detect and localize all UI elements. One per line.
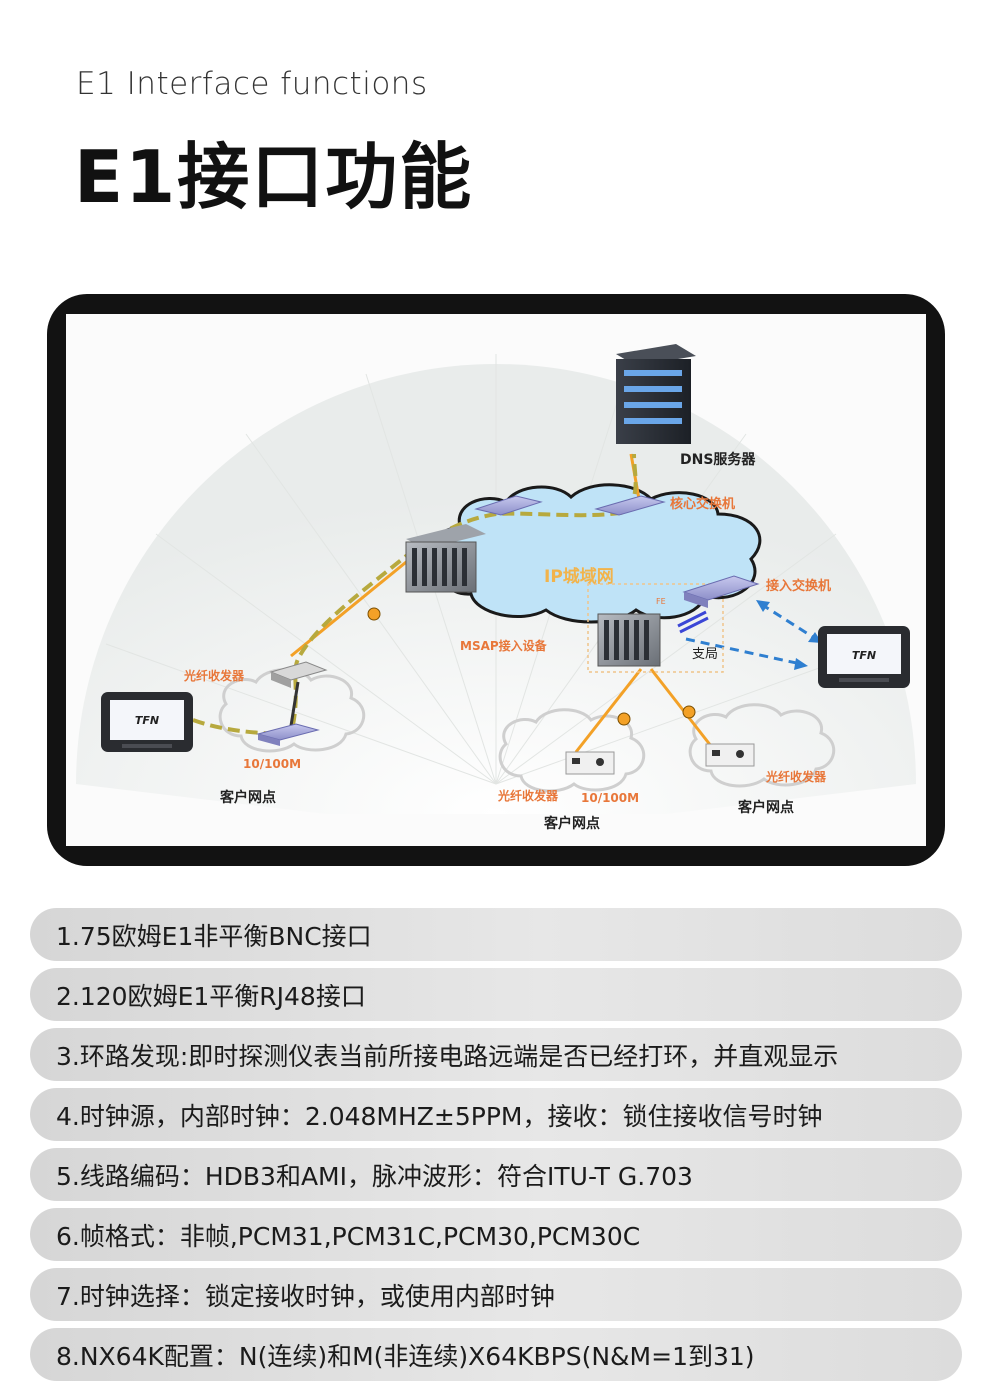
fiber-transceiver-left-icon — [269, 661, 328, 733]
label-branch: 支局 — [692, 647, 718, 662]
core-router-icon — [405, 524, 486, 593]
msap-device-icon — [597, 613, 661, 667]
feature-item: 7.时钟选择：锁定接收时钟，或使用内部时钟 — [30, 1268, 962, 1321]
feature-item: 6.帧格式：非帧,PCM31,PCM31C,PCM30,PCM30C — [30, 1208, 962, 1261]
label-fiber-mid: 光纤收发器 — [497, 788, 559, 803]
label-fiber-right: 光纤收发器 — [765, 769, 827, 784]
feature-item: 8.NX64K配置：N(连续)和M(非连续)X64KBPS(N&M=1到31) — [30, 1328, 962, 1381]
label-ip-network: IP城域网 — [544, 566, 614, 587]
customer-cloud-right — [688, 703, 836, 788]
label-speed-left: 10/100M — [243, 757, 301, 771]
label-access-switch: 接入交换机 — [766, 578, 831, 594]
feature-item: 2.120欧姆E1平衡RJ48接口 — [30, 968, 962, 1021]
fiber-transceiver-mid-icon — [565, 751, 615, 775]
feature-item: 5.线路编码：HDB3和AMI，脉冲波形：符合ITU-T G.703 — [30, 1148, 962, 1201]
label-fiber-left: 光纤收发器 — [183, 668, 245, 683]
network-diagram: TFN TFN DNS服务器 核心交换机 IP城域网 接入交换机 FE MSAP… — [66, 314, 926, 846]
tester-brand-right: TFN — [852, 649, 876, 662]
fiber-transceiver-right-icon — [705, 743, 755, 767]
label-customer-left: 客户网点 — [219, 789, 276, 806]
tfn-tester-left-icon — [101, 692, 193, 752]
feature-item: 3.环路发现:即时探测仪表当前所接电路远端是否已经打环，并直观显示 — [30, 1028, 962, 1081]
core-switch-icon — [474, 495, 666, 516]
tester-brand-left: TFN — [135, 714, 159, 727]
access-switch-icon — [682, 575, 760, 608]
customer-cloud-left — [218, 668, 366, 753]
customer-cloud-mid — [498, 708, 646, 793]
fe-link — [677, 610, 709, 634]
tester-dashed-links — [685, 602, 817, 666]
label-msap: MSAP接入设备 — [460, 638, 548, 653]
label-dns-server: DNS服务器 — [680, 451, 756, 468]
feature-list: 1.75欧姆E1非平衡BNC接口 2.120欧姆E1平衡RJ48接口 3.环路发… — [30, 908, 962, 1388]
customer-switch-left-icon — [256, 723, 320, 746]
page-title: E1接口功能 — [74, 135, 474, 219]
tfn-tester-right-icon — [818, 626, 910, 688]
arrow-head — [756, 600, 770, 612]
feature-item: 4.时钟源，内部时钟：2.048MHZ±5PPM，接收：锁住接收信号时钟 — [30, 1088, 962, 1141]
page-subtitle: E1 Interface functions — [76, 66, 428, 102]
arrow-head — [794, 658, 808, 670]
fiber-coil-icon — [367, 607, 696, 726]
feature-item: 1.75欧姆E1非平衡BNC接口 — [30, 908, 962, 961]
label-customer-mid: 客户网点 — [543, 815, 600, 832]
label-fe: FE — [656, 597, 666, 606]
dns-server-icon — [616, 344, 696, 444]
label-customer-right: 客户网点 — [737, 799, 794, 816]
access-node-box — [587, 583, 724, 673]
label-speed-mid: 10/100M — [581, 791, 639, 805]
label-core-switch: 核心交换机 — [670, 496, 735, 512]
